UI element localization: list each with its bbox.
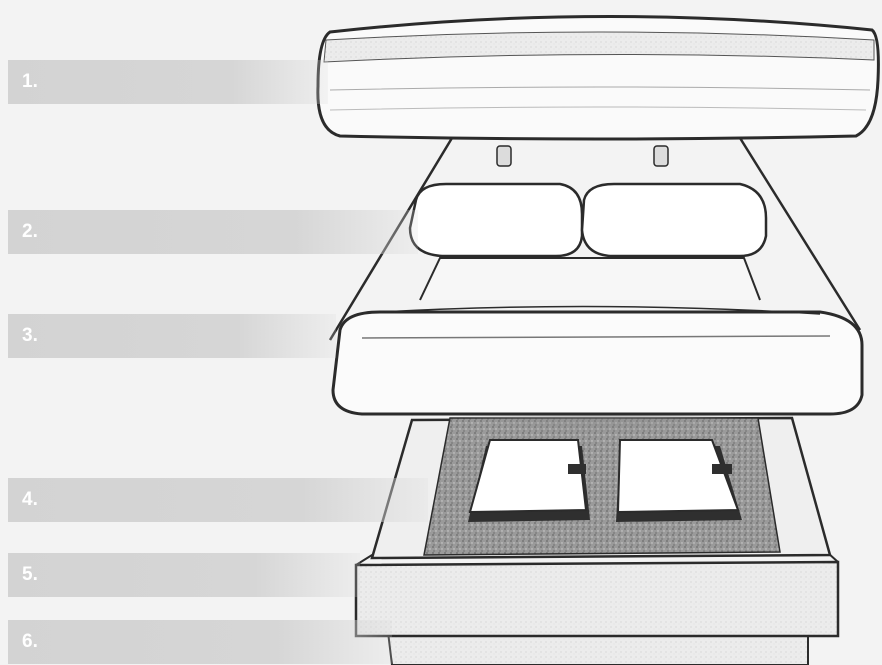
- layer-label-1: 1.: [8, 60, 328, 104]
- layer-5-platform: [356, 553, 838, 636]
- layer-label-3: 3.: [8, 314, 336, 358]
- layer-label-4: 4.: [8, 478, 428, 522]
- layer-number-1: 1.: [22, 71, 38, 93]
- layer-number-3: 3.: [22, 325, 38, 347]
- layer-number-2: 2.: [22, 221, 38, 243]
- layer-4-tray: [372, 418, 830, 558]
- layer-3-mattress: [330, 138, 862, 414]
- layer-number-4: 4.: [22, 489, 38, 511]
- layer-label-5: 5.: [8, 553, 360, 597]
- layer-1-top-cushion: [318, 16, 879, 139]
- layer-number-6: 6.: [22, 631, 38, 653]
- layer-number-5: 5.: [22, 564, 38, 586]
- layer-2-pillows: [410, 146, 766, 256]
- layer-label-6: 6.: [8, 620, 392, 664]
- layer-label-2: 2.: [8, 210, 418, 254]
